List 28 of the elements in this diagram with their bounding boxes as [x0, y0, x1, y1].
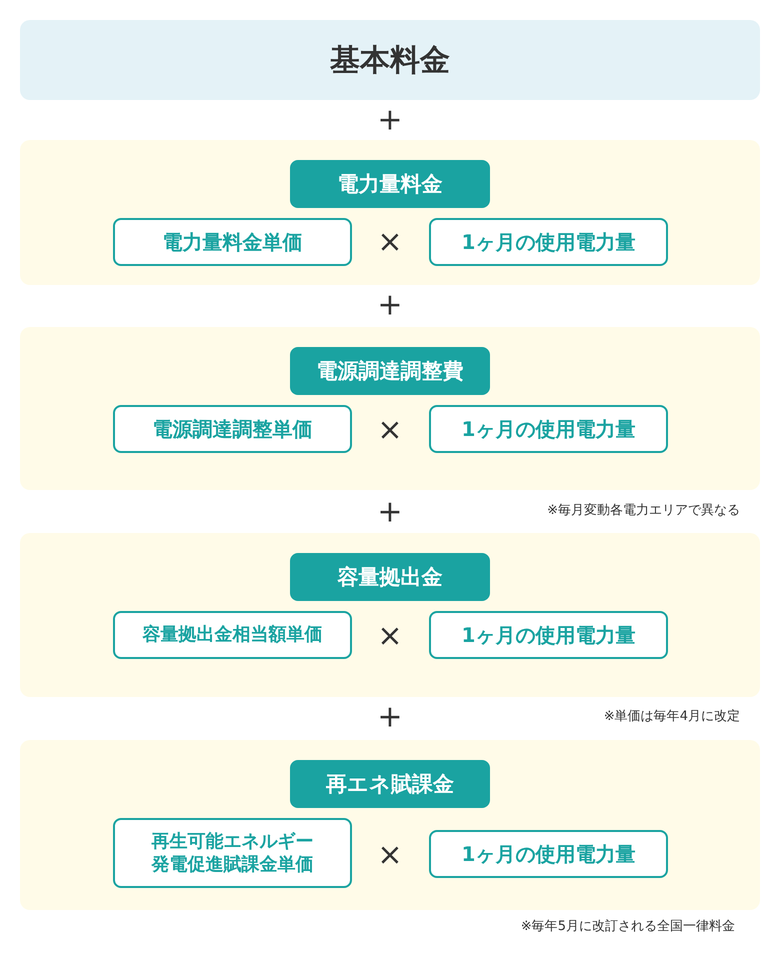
footnote: ※毎月変動各電力エリアで異なる [547, 502, 740, 519]
operator-sign: × [377, 618, 403, 654]
operator-sign: + [377, 288, 403, 322]
formula-box: 再生可能エネルギー発電促進賦課金単価 [113, 818, 352, 888]
footnote: ※単価は毎年4月に改定 [604, 708, 740, 725]
section-header: 再エネ賦課金 [290, 760, 490, 808]
operator-sign: × [377, 838, 403, 872]
operator-sign: + [377, 700, 403, 734]
section-header: 電源調達調整費 [290, 347, 490, 395]
formula-box: 電力量料金単価 [113, 218, 352, 266]
formula-box: 1ヶ月の使用電力量 [429, 611, 668, 659]
operator-sign: + [377, 494, 403, 530]
formula-box: 1ヶ月の使用電力量 [429, 218, 668, 266]
operator-sign: × [377, 224, 403, 260]
heading-box: 基本料金 [20, 20, 760, 100]
footnote: ※毎年5月に改訂される全国一律料金 [520, 918, 735, 935]
section-band [20, 533, 760, 697]
section-header: 電力量料金 [290, 160, 490, 208]
formula-box: 電源調達調整単価 [113, 405, 352, 453]
section-band [20, 327, 760, 490]
section-band [20, 140, 760, 285]
formula-box: 1ヶ月の使用電力量 [429, 405, 668, 453]
section-band [20, 740, 760, 910]
operator-sign: × [377, 412, 403, 448]
section-header: 容量拠出金 [290, 553, 490, 601]
formula-box: 容量拠出金相当額単価 [113, 611, 352, 659]
formula-box: 1ヶ月の使用電力量 [429, 830, 668, 878]
operator-sign: + [377, 102, 403, 138]
